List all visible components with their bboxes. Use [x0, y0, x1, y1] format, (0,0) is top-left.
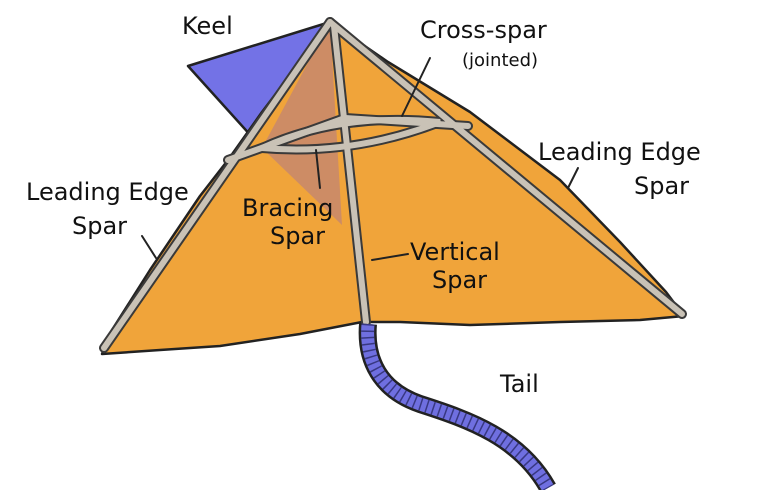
label-leading-edge-right-line1: Leading Edge	[538, 138, 701, 166]
leader-bracing	[315, 149, 321, 189]
vertical-spar	[331, 23, 369, 325]
keel-shadow	[262, 22, 342, 225]
leader-lines	[141, 57, 579, 261]
kite-tail-twist	[361, 323, 554, 490]
bracing-spar	[259, 116, 442, 153]
label-cross-spar: Cross-spar	[420, 16, 547, 44]
spar-fills	[101, 19, 685, 351]
leading-edge-spar-left	[101, 19, 333, 351]
label-vertical-line1: Vertical	[410, 238, 500, 266]
label-bracing-line2: Spar	[270, 222, 325, 250]
label-leading-edge-left-line2: Spar	[72, 212, 127, 240]
label-tail: Tail	[499, 370, 539, 398]
leader-cross-spar	[401, 57, 431, 117]
label-vertical-line2: Spar	[432, 266, 487, 294]
label-leading-edge-right-line2: Spar	[634, 172, 689, 200]
leader-leading-edge-left	[141, 235, 157, 259]
label-bracing-line1: Bracing	[242, 194, 333, 222]
kite-tail-outline	[358, 323, 556, 490]
label-cross-spar-note: (jointed)	[462, 50, 538, 71]
leader-vertical	[371, 253, 409, 261]
leading-edge-spar-right	[327, 19, 685, 317]
leader-leading-edge-right	[567, 167, 579, 189]
label-leading-edge-left-line1: Leading Edge	[26, 178, 189, 206]
label-keel: Keel	[182, 12, 233, 40]
